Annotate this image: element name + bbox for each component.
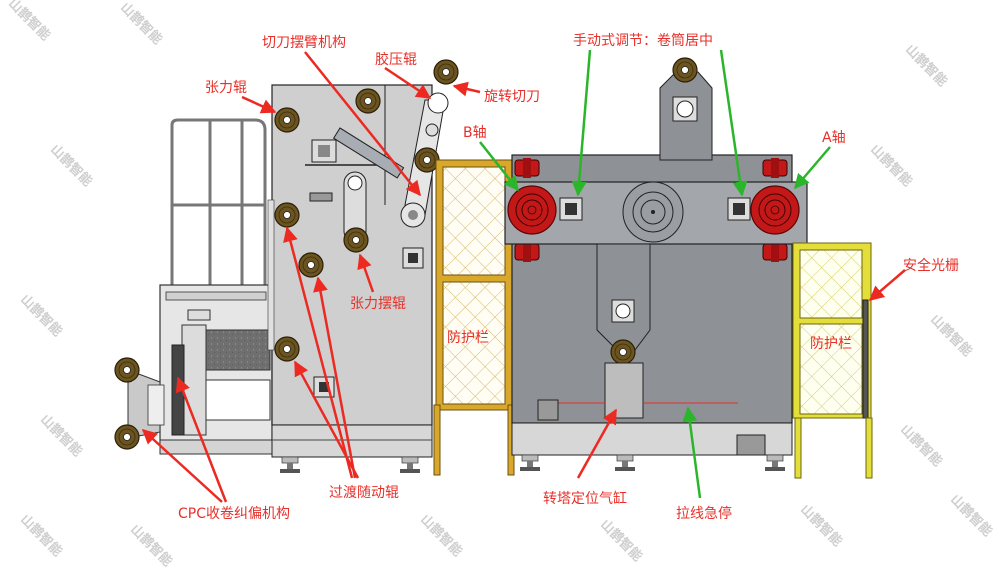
- tower-roller: [672, 57, 698, 83]
- cpc-roller-bottom: [114, 424, 140, 450]
- watermark: 山鹊智能: [127, 522, 175, 570]
- dancer-roller: [343, 227, 369, 253]
- label-tension-roller: 张力辊: [205, 80, 247, 96]
- label-rotary-cutter: 旋转切刀: [484, 89, 540, 105]
- left-guard: [433, 159, 515, 476]
- label-turret-cylinder: 转塔定位气缸: [543, 490, 627, 507]
- right-guard: [792, 242, 873, 479]
- label-pull-cord-estop: 拉线急停: [676, 505, 732, 522]
- watermark: 山鹊智能: [897, 422, 945, 470]
- watermark: 山鹊智能: [867, 142, 915, 190]
- watermark: 山鹊智能: [17, 512, 65, 560]
- watermark: 山鹊智能: [597, 517, 645, 565]
- watermark: 山鹊智能: [37, 412, 85, 460]
- turret-lower-roller: [610, 339, 636, 365]
- cpc-frame: [114, 118, 273, 455]
- swing-arm-cylinder: [332, 127, 405, 179]
- label-shaft-b: B轴: [463, 125, 487, 141]
- callout-labels: 切刀摆臂机构 胶压辊 旋转切刀 张力辊 手动式调节：卷筒居中 B轴 A轴 张力摆…: [178, 32, 959, 522]
- idler-roller-2: [298, 252, 324, 278]
- watermark: 山鹊智能: [417, 512, 465, 560]
- callout-arrows: [141, 49, 906, 503]
- turret-housing: [504, 57, 808, 472]
- watermark: 山鹊智能: [5, 0, 53, 44]
- cpc-roller-top: [114, 357, 140, 383]
- watermark: 山鹊智能: [797, 502, 845, 550]
- label-cutter-swing-arm: 切刀摆臂机构: [262, 35, 346, 51]
- label-guard-right: 防护栏: [810, 336, 852, 352]
- handrail: [170, 118, 267, 285]
- label-dancer-roller: 张力摆辊: [350, 296, 406, 312]
- idler-roller-1: [274, 202, 300, 228]
- top-roller: [355, 88, 381, 114]
- watermark: 山鹊智能: [902, 42, 950, 90]
- watermark: 山鹊智能: [947, 492, 995, 540]
- label-guard-left: 防护栏: [447, 330, 489, 346]
- watermark: 山鹊智能: [17, 292, 65, 340]
- rotary-cutter-roller: [433, 59, 459, 85]
- label-light-curtain: 安全光栅: [903, 257, 959, 274]
- shaft-a: [750, 185, 800, 235]
- swing-arm-roller: [414, 147, 440, 173]
- turret-cylinder: [604, 362, 644, 419]
- shaft-b: [507, 185, 557, 235]
- watermark: 山鹊智能: [47, 142, 95, 190]
- idler-roller-3: [274, 336, 300, 362]
- label-shaft-a: A轴: [822, 130, 846, 146]
- label-glue-press-roller: 胶压辊: [375, 51, 417, 68]
- tension-roller: [274, 107, 300, 133]
- label-cpc-correction: CPC收卷纠偏机构: [178, 506, 290, 522]
- watermark: 山鹊智能: [927, 312, 975, 360]
- label-idler-rollers: 过渡随动辊: [329, 485, 399, 501]
- light-curtain-bar: [862, 299, 869, 419]
- watermark: 山鹊智能: [117, 0, 165, 48]
- label-manual-adjust: 手动式调节：卷筒居中: [573, 32, 713, 49]
